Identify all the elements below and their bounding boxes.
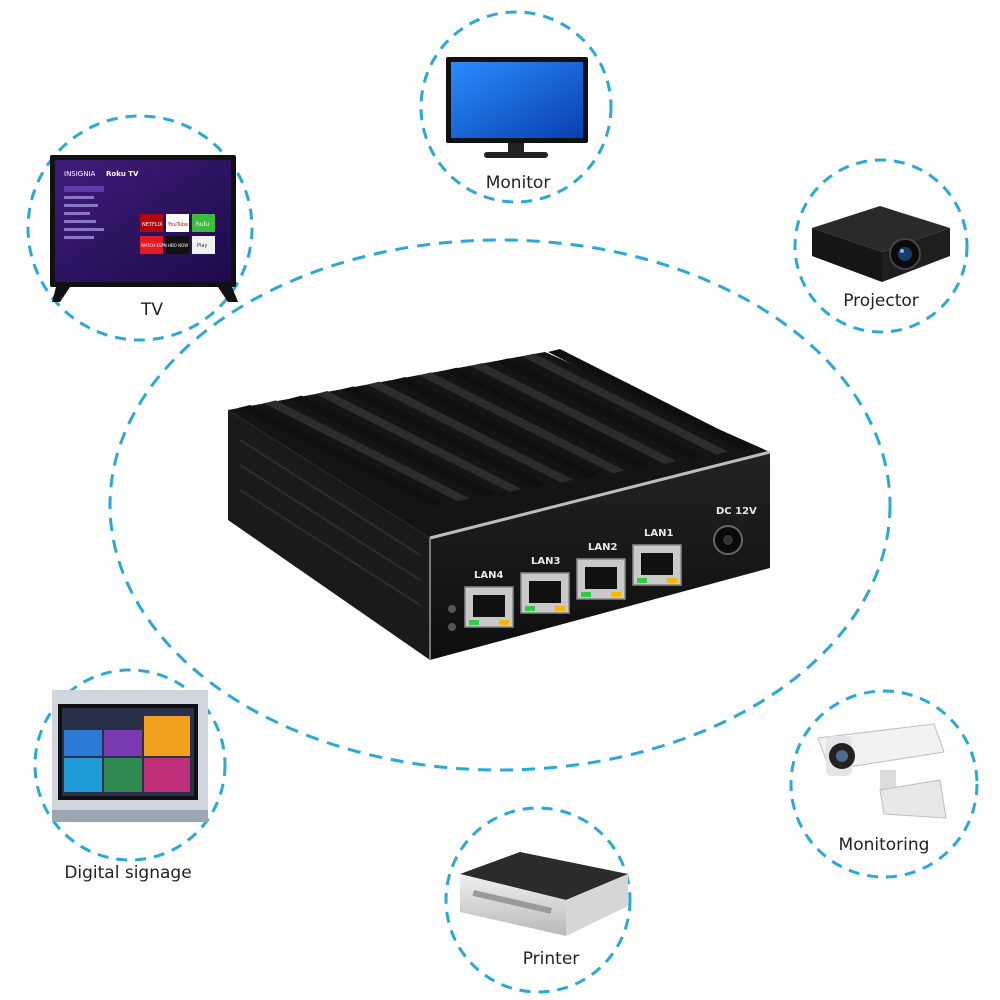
tv-app-youtube: YouTube [167,222,188,228]
monitoring-dashed-ring [789,689,979,879]
heatsink-fin [367,381,574,483]
signage-node: Digital signage [33,668,227,883]
lan3-label: LAN3 [531,556,560,567]
heatsink-fin [393,377,599,478]
heatsink-fin [470,363,677,464]
power-led-icon [448,623,456,631]
signage-icon [52,690,208,822]
heatsink-fin [263,400,470,502]
tv-node: INSIGNIA Roku TV NETFLIX YouTube hulu WA… [26,114,254,342]
printer-icon [460,852,628,936]
heatsink-fin [315,391,522,492]
monitor-icon [446,57,588,158]
lan4-label: LAN4 [474,570,503,581]
heatsink-fin [444,367,651,469]
monitor-label: Monitor [486,173,551,193]
heatsink-fin [289,395,496,497]
projector-dashed-ring [793,158,969,334]
lan2-label: LAN2 [588,542,617,553]
mini-pc: LAN4 LAN3 LAN2 LAN1 DC 12V [228,349,771,660]
lan1-port[interactable] [632,544,682,586]
heatsink-fin [548,349,754,450]
projector-icon [812,206,950,282]
tv-label: TV [140,300,163,320]
monitoring-label: Monitoring [839,835,930,855]
monitoring-node: Monitoring [789,689,979,879]
tv-brand: INSIGNIA [64,170,96,178]
tv-app-hulu: hulu [196,221,209,228]
printer-label: Printer [523,949,580,969]
lan4-port[interactable] [464,586,514,628]
lan3-port[interactable] [520,572,570,614]
tv-icon: INSIGNIA Roku TV NETFLIX YouTube hulu WA… [50,155,238,302]
signage-label: Digital signage [64,863,191,883]
heatsink-fin [238,405,444,506]
hdd-led-icon [448,605,456,613]
printer-node: Printer [444,806,632,994]
tv-platform: Roku TV [106,170,139,178]
lan1-label: LAN1 [644,528,673,539]
heatsink-fin [341,386,548,488]
projector-node: Projector [793,158,969,334]
center-dashed-ring [108,238,892,772]
monitor-node: Monitor [419,10,613,204]
heatsink-fin [522,353,729,455]
tv-app-espn: WATCH ESPN [141,243,167,248]
lan2-port[interactable] [576,558,626,600]
projector-label: Projector [843,291,919,311]
signage-dashed-ring [33,668,227,862]
heatsink-fin [496,358,703,460]
tv-dashed-ring [26,114,254,342]
heatsink-fin [418,372,625,474]
power-label: DC 12V [716,506,757,517]
tv-app-netflix: NETFLIX [142,222,163,228]
printer-dashed-ring [444,806,632,994]
monitor-dashed-ring [419,10,613,204]
tv-app-play: Play [197,243,207,249]
tv-app-hbo: HBO NOW [168,243,188,248]
camera-icon [817,723,947,819]
heatsink-fins [238,349,754,506]
